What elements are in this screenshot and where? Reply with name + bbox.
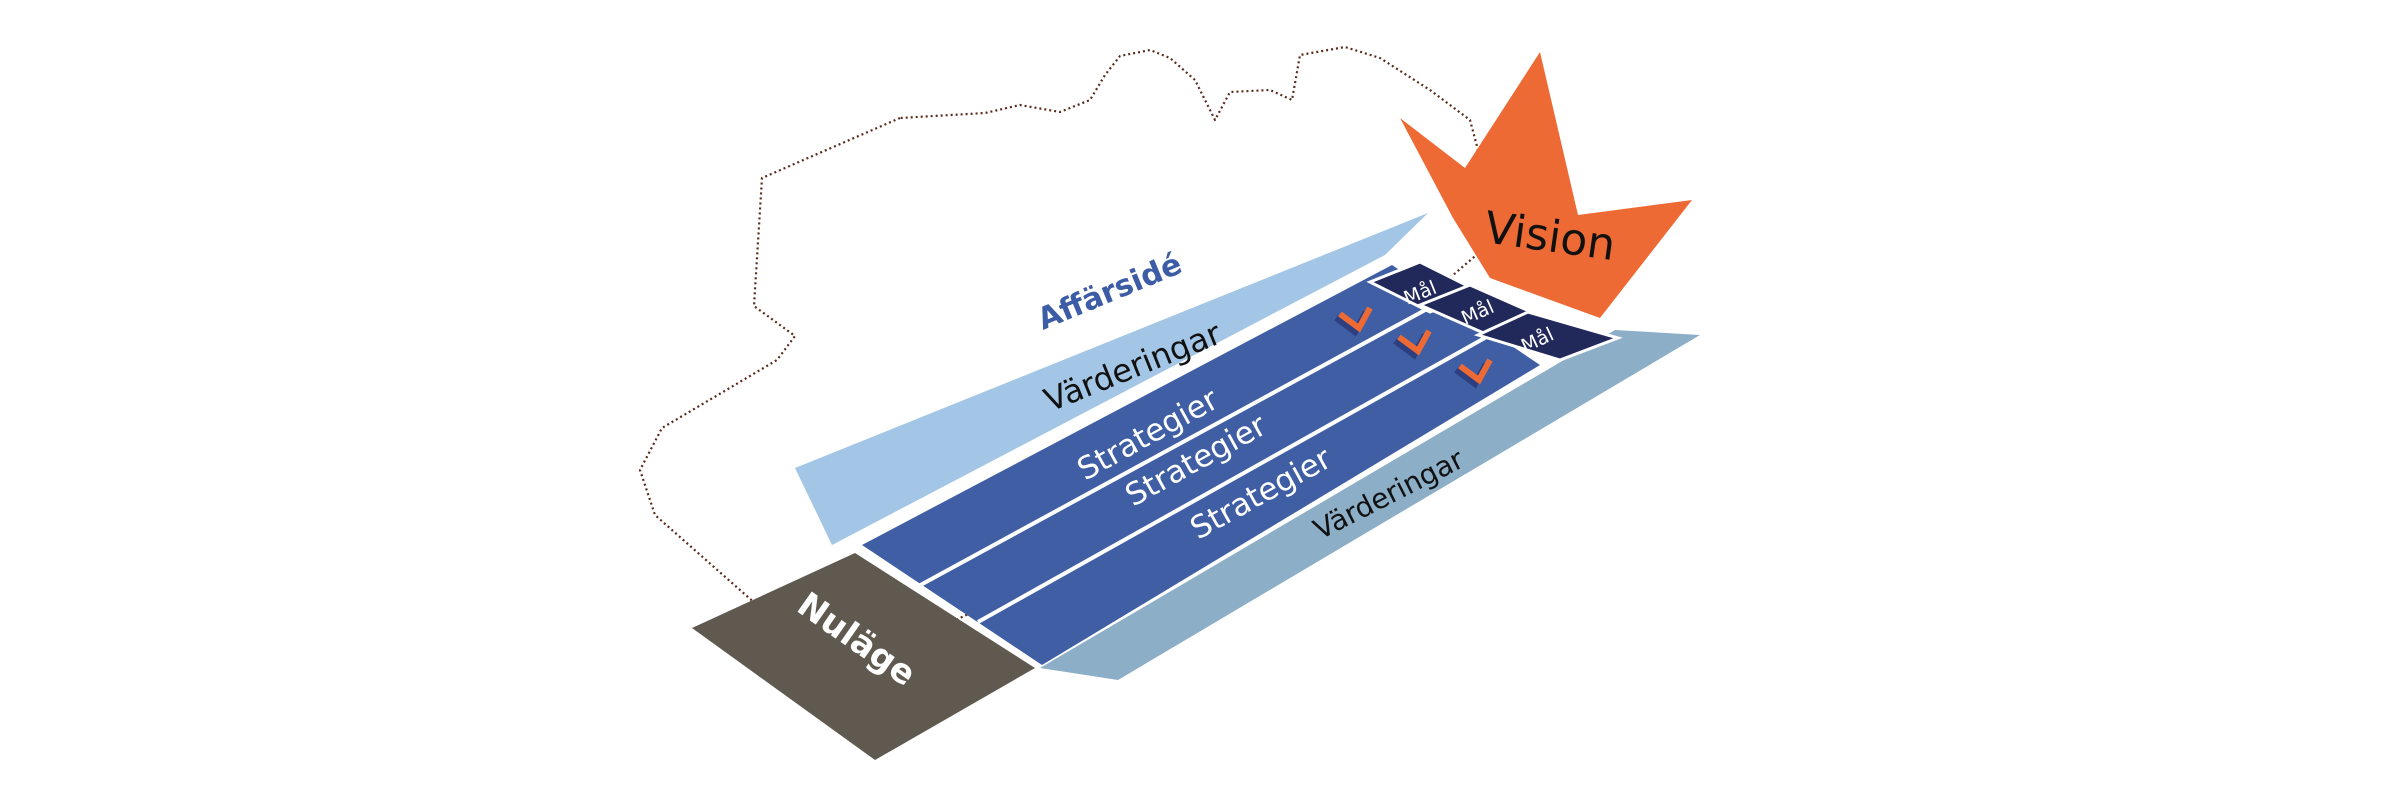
vision-crown <box>1400 52 1692 318</box>
arrow-chevron-2 <box>1393 329 1432 360</box>
arrow-chevron-1 <box>1334 306 1373 337</box>
current-state-box <box>692 553 1035 760</box>
arrow-chevron-3 <box>1454 358 1493 389</box>
goal-box-3 <box>1473 310 1623 362</box>
values-top-band <box>795 213 1428 545</box>
strategy-divider-2 <box>977 333 1491 624</box>
values-bottom-band <box>1040 330 1700 680</box>
strategy-divider-1 <box>914 301 1439 590</box>
strategy-band <box>862 265 1540 665</box>
